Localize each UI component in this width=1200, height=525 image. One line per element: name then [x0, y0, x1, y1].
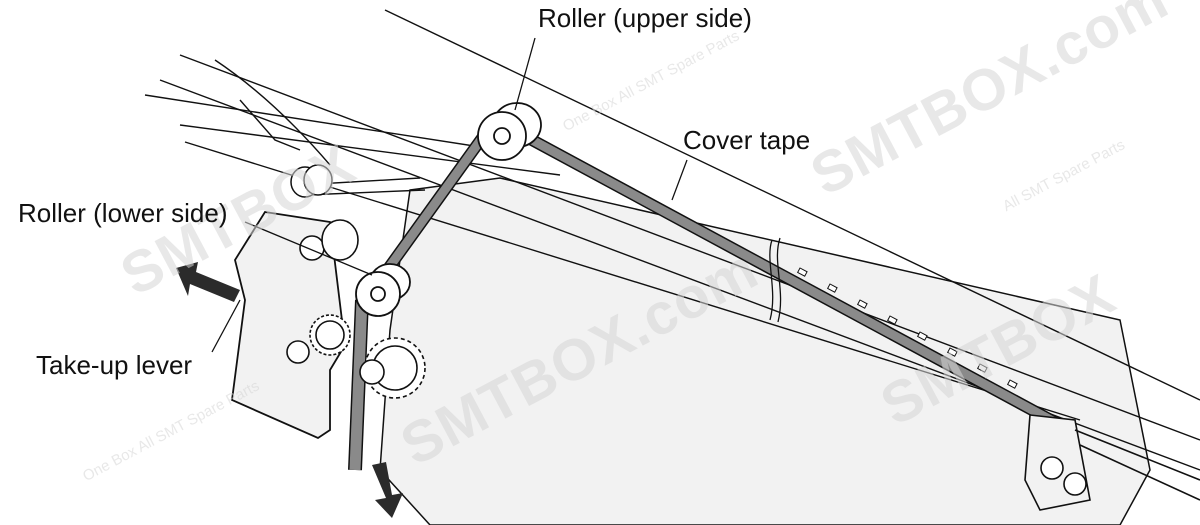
lever-pivot — [299, 235, 325, 261]
take-up-gears — [309, 314, 426, 399]
lever-roller — [321, 219, 359, 261]
tape-tie — [776, 237, 782, 323]
roller-upper — [477, 102, 542, 161]
leader-lines — [211, 37, 688, 353]
label-take-up-lever: Take-up lever — [36, 350, 193, 380]
cover-tape — [348, 114, 1063, 471]
label-roller-upper: Roller (upper side) — [538, 3, 752, 33]
take-up-lever — [231, 211, 346, 440]
label-roller-lower: Roller (lower side) — [18, 198, 228, 228]
tape-tie — [769, 239, 774, 321]
lever-hole — [286, 340, 310, 364]
arrow-down — [372, 462, 403, 518]
arrow-up-left — [176, 262, 240, 302]
rail-roller — [290, 164, 333, 198]
label-cover-tape: Cover tape — [683, 125, 811, 155]
tape-guide-block — [1024, 414, 1200, 511]
carrier-tape-holes — [796, 267, 1018, 389]
roller-lower — [355, 263, 411, 317]
